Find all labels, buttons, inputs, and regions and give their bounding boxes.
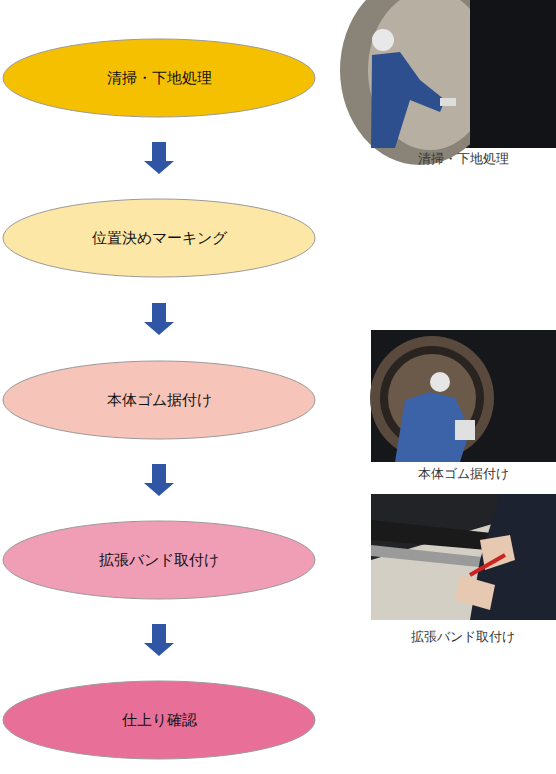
arrow-shape xyxy=(144,624,174,656)
arrow-shape xyxy=(144,464,174,496)
process-ellipse: 清掃・下地処理 xyxy=(2,38,316,118)
process-ellipse: 拡張バンド取付け xyxy=(2,520,316,600)
process-ellipse: 仕上り確認 xyxy=(2,680,316,760)
band-photo xyxy=(371,494,556,620)
photo-caption: 清掃・下地処理 xyxy=(418,150,509,168)
process-label: 清掃・下地処理 xyxy=(107,69,212,88)
process-label: 仕上り確認 xyxy=(122,711,197,730)
flow-arrow xyxy=(144,624,174,656)
arrow-shape xyxy=(144,303,174,335)
process-label: 本体ゴム据付け xyxy=(107,391,212,410)
process-ellipse: 位置決めマーキング xyxy=(2,198,316,278)
flow-arrow xyxy=(144,464,174,496)
process-label: 拡張バンド取付け xyxy=(99,551,219,570)
cleaning-photo xyxy=(340,0,556,165)
photo-caption: 拡張バンド取付け xyxy=(411,628,515,646)
installation-photo xyxy=(370,330,556,462)
process-ellipse: 本体ゴム据付け xyxy=(2,360,316,440)
arrow-shape xyxy=(144,142,174,174)
flow-arrow xyxy=(144,142,174,174)
process-label: 位置決めマーキング xyxy=(92,229,227,248)
photo-caption: 本体ゴム据付け xyxy=(418,465,509,483)
flow-arrow xyxy=(144,303,174,335)
